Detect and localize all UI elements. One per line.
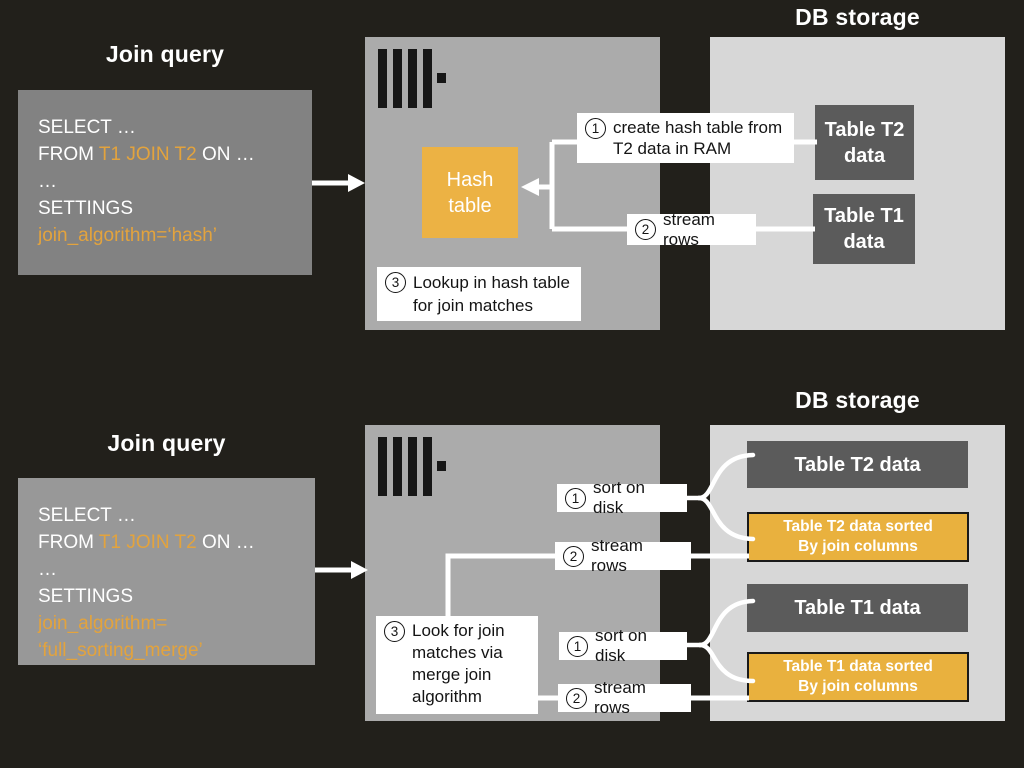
sql-line: SELECT … [38,505,136,526]
table-t2-data-box-hash: Table T2 data [815,105,914,180]
step-label-create-hash-table: 1 create hash table from T2 data in RAM [577,113,794,163]
clickhouse-logo-icon [378,437,446,501]
sql-line: SETTINGS [38,586,134,607]
sql-line-setting: join_algorithm=‘hash’ [38,225,218,246]
table-t1-sorted-box: Table T1 data sorted By join columns [747,652,969,702]
step-number-icon: 2 [563,545,584,567]
db-storage-box-hash [710,37,1005,330]
sql-line: SETTINGS [38,198,134,219]
step-label-sort-on-disk-t1: 1 sort on disk [559,626,687,665]
sql-line-setting: join_algorithm= [38,613,168,634]
db-storage-title-merge: DB storage [795,387,920,413]
clickhouse-logo-icon [378,49,446,113]
sql-query-box-merge: SELECT … FROM T1 JOIN T2 ON … … SETTINGS… [18,478,315,665]
table-t2-sorted-box: Table T2 data sorted By join columns [747,512,969,562]
sql-line: … [38,171,57,192]
sql-query-box-hash: SELECT … FROM T1 JOIN T2 ON … … SETTINGS… [18,90,312,275]
join-query-title-hash: Join query [105,41,225,67]
sql-line: … [38,559,57,580]
sql-line: FROM T1 JOIN T2 ON … [38,144,255,165]
step-label-sort-on-disk-t2: 1 sort on disk [557,478,687,517]
step-label-lookup-hash-table: 3 Lookup in hash table for join matches [377,267,581,321]
db-storage-title-hash: DB storage [795,4,920,30]
step-label-stream-rows-t2: 2 stream rows [555,536,691,575]
step-number-icon: 3 [384,621,405,642]
join-query-title-merge: Join query [107,430,226,456]
table-t1-data-box-hash: Table T1 data [813,194,915,264]
highlight-tables: T1 JOIN T2 [98,532,197,553]
hash-table-box: Hash table [422,147,518,238]
step-number-icon: 2 [635,219,656,240]
table-t2-data-box-merge: Table T2 data [747,441,968,488]
highlight-tables: T1 JOIN T2 [98,144,197,165]
step-number-icon: 2 [566,687,587,709]
step-label-merge-join: 3 Look for join matches via merge join a… [376,616,538,714]
sql-line: SELECT … [38,117,136,138]
sql-line: FROM T1 JOIN T2 ON … [38,532,255,553]
table-t1-data-box-merge: Table T1 data [747,584,968,632]
step-label-stream-rows-hash: 2 stream rows [627,210,756,249]
step-label-stream-rows-t1: 2 stream rows [558,678,691,717]
sql-line-setting: ‘full_sorting_merge’ [38,640,203,661]
step-number-icon: 3 [385,272,406,293]
step-number-icon: 1 [567,635,588,657]
step-number-icon: 1 [585,118,606,139]
step-number-icon: 1 [565,487,586,509]
